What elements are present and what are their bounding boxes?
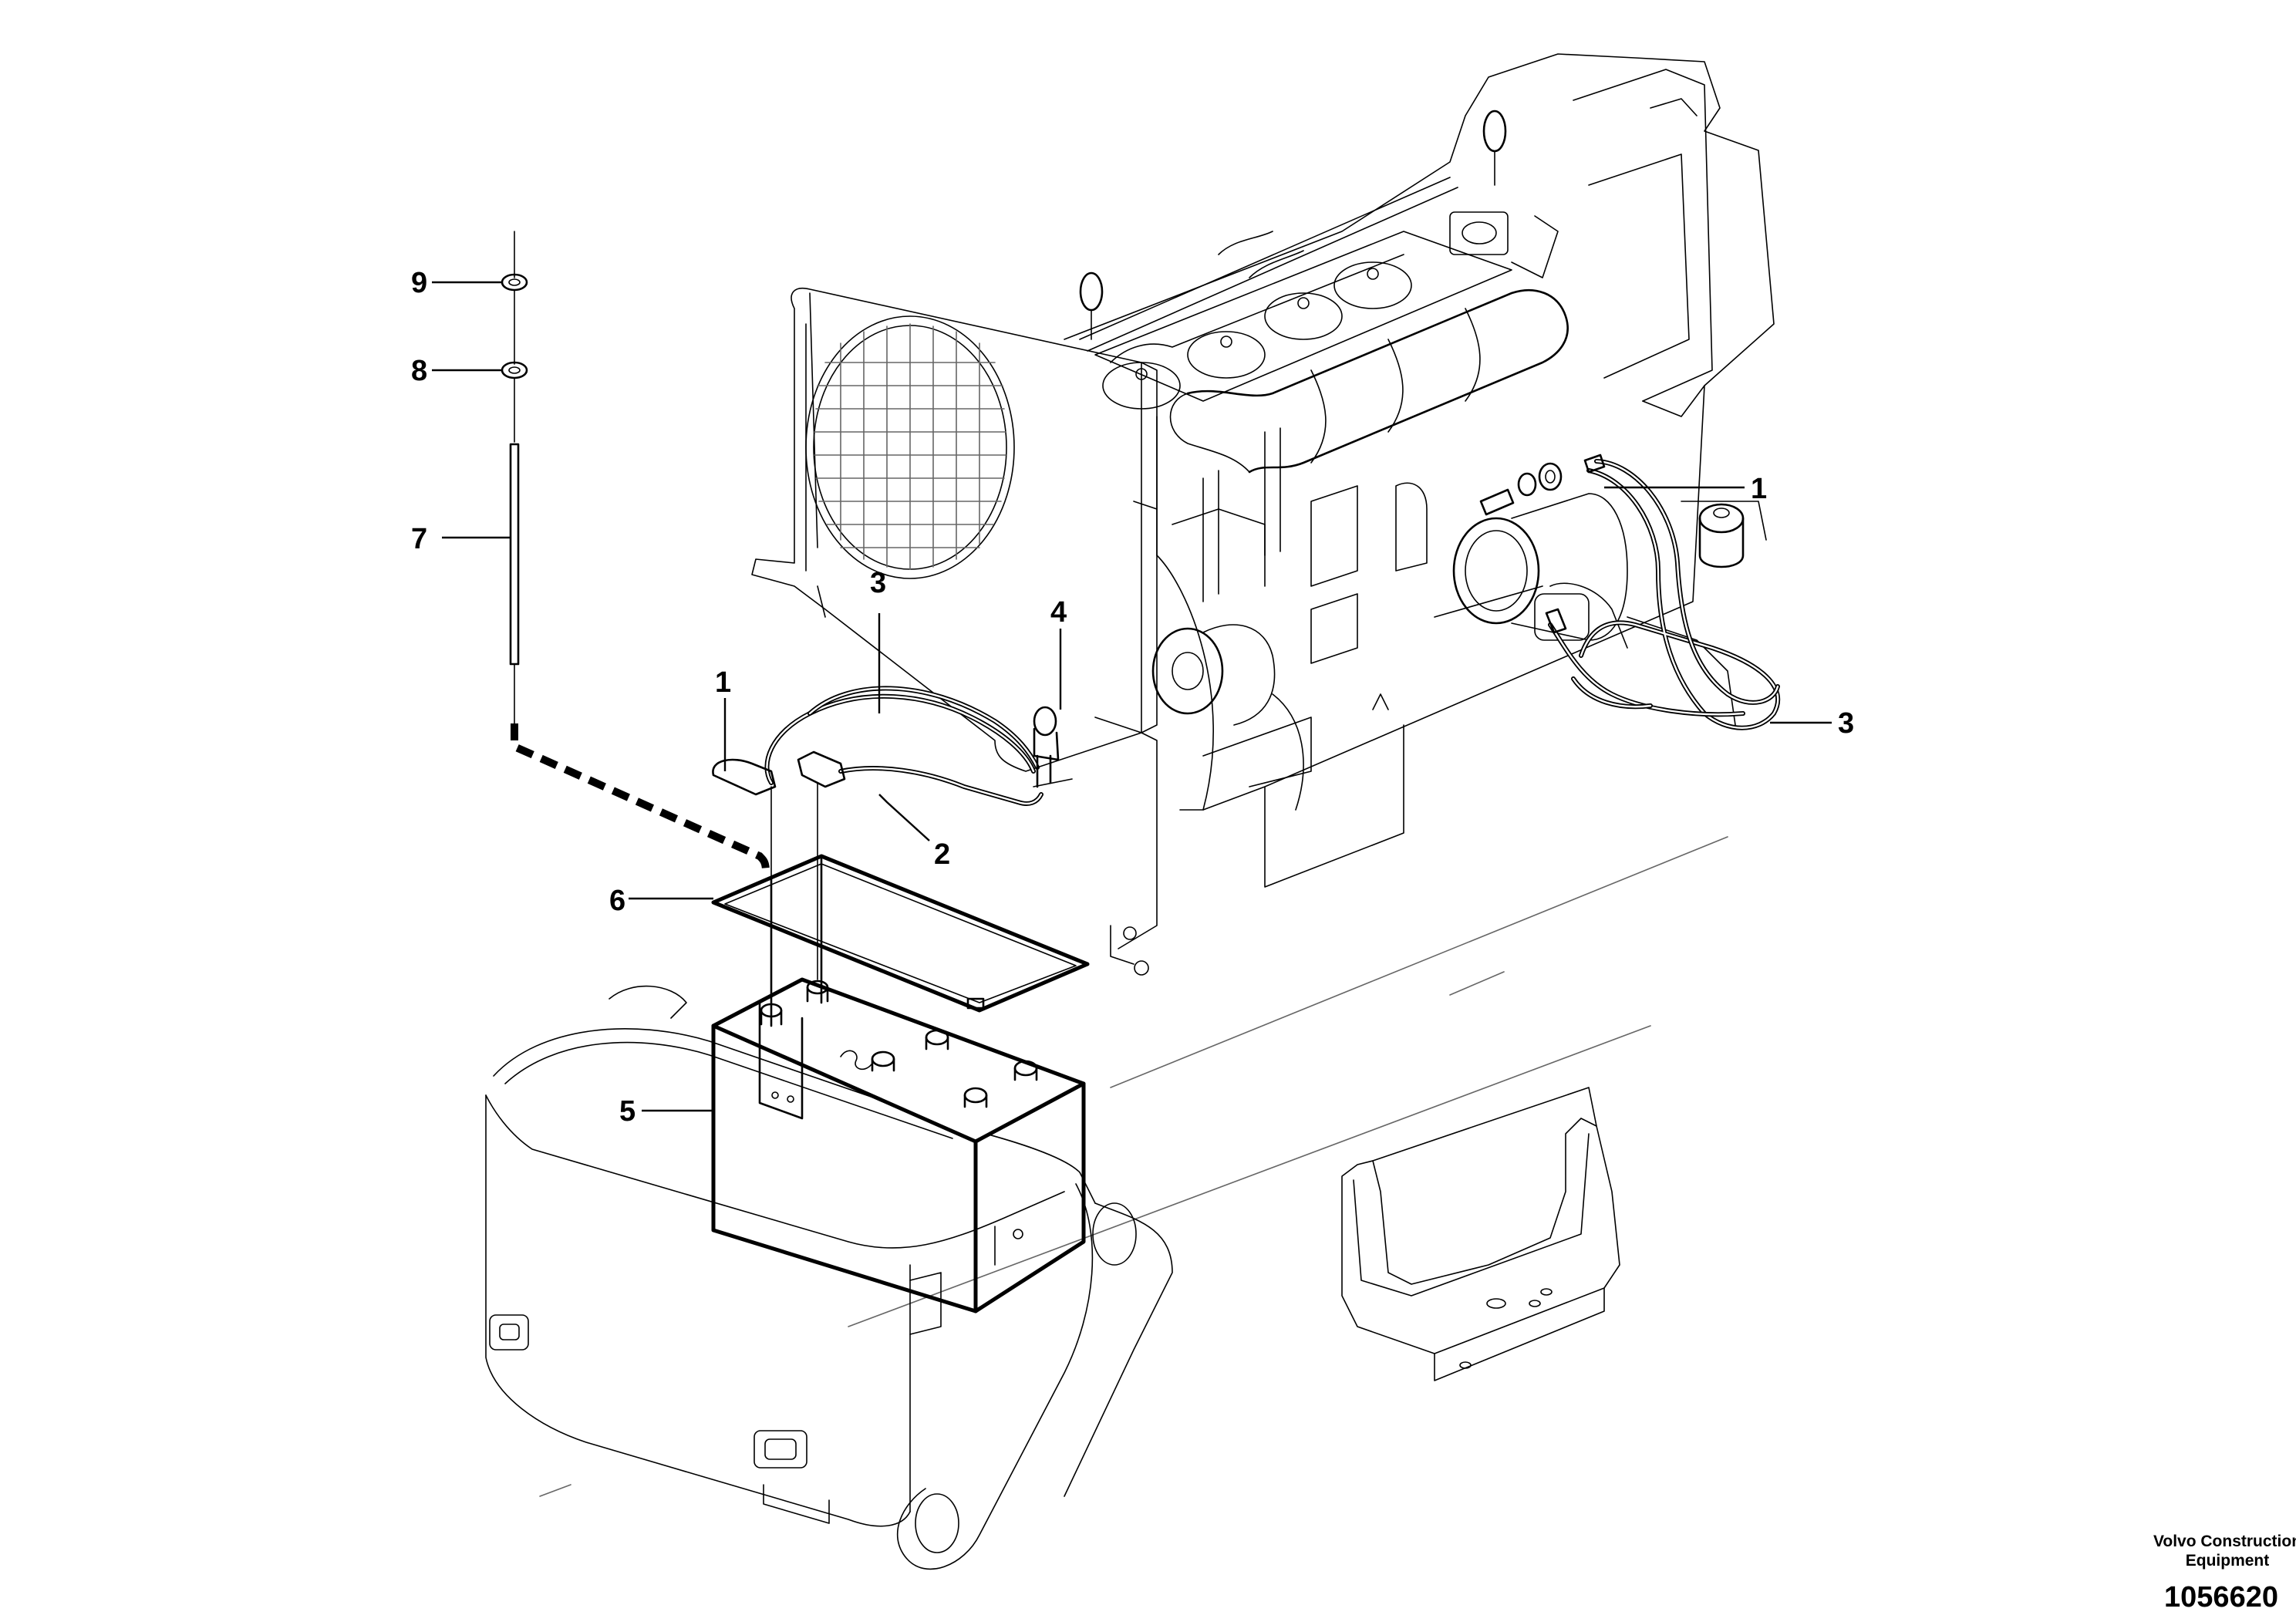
callout-3-right: 3 xyxy=(1838,707,1854,740)
battery xyxy=(711,977,1086,1313)
small-parts-column xyxy=(501,231,528,724)
exhaust-manifold xyxy=(1169,211,1569,474)
engine xyxy=(751,53,1775,976)
callout-1-left: 1 xyxy=(715,666,731,699)
callout-8: 8 xyxy=(411,355,427,387)
callout-2: 2 xyxy=(934,838,950,871)
leader-lines xyxy=(432,281,1832,1112)
brand-line-1: Volvo Construction xyxy=(2153,1533,2296,1550)
callout-9: 9 xyxy=(411,267,427,299)
callout-3-left: 3 xyxy=(870,567,886,599)
machine-frame xyxy=(539,836,1728,1497)
callout-6: 6 xyxy=(609,885,625,917)
counterweight xyxy=(485,985,1173,1570)
rod-7 xyxy=(509,443,520,666)
engine-mount xyxy=(1681,501,1767,568)
document-number: 1056620 xyxy=(2164,1581,2278,1614)
sensor xyxy=(1033,706,1073,788)
washer-8 xyxy=(501,361,528,379)
callouts: 9 8 7 3 4 1 2 6 5 1 3 xyxy=(411,267,1854,1128)
fan-grid xyxy=(814,323,1006,570)
support-bracket xyxy=(1341,1087,1620,1381)
footer: Volvo Construction Equipment 1056620 xyxy=(2153,1533,2296,1614)
lifting-eyes xyxy=(1079,110,1507,340)
rocker-covers xyxy=(1094,231,1512,410)
callout-7: 7 xyxy=(411,523,427,555)
callout-4: 4 xyxy=(1050,596,1067,629)
cables xyxy=(712,454,1781,1007)
brand-line-2: Equipment xyxy=(2186,1552,2270,1570)
route-dashed xyxy=(511,723,770,872)
callout-5: 5 xyxy=(619,1095,636,1128)
callout-1-right: 1 xyxy=(1751,473,1767,505)
alternator xyxy=(1151,624,1276,726)
